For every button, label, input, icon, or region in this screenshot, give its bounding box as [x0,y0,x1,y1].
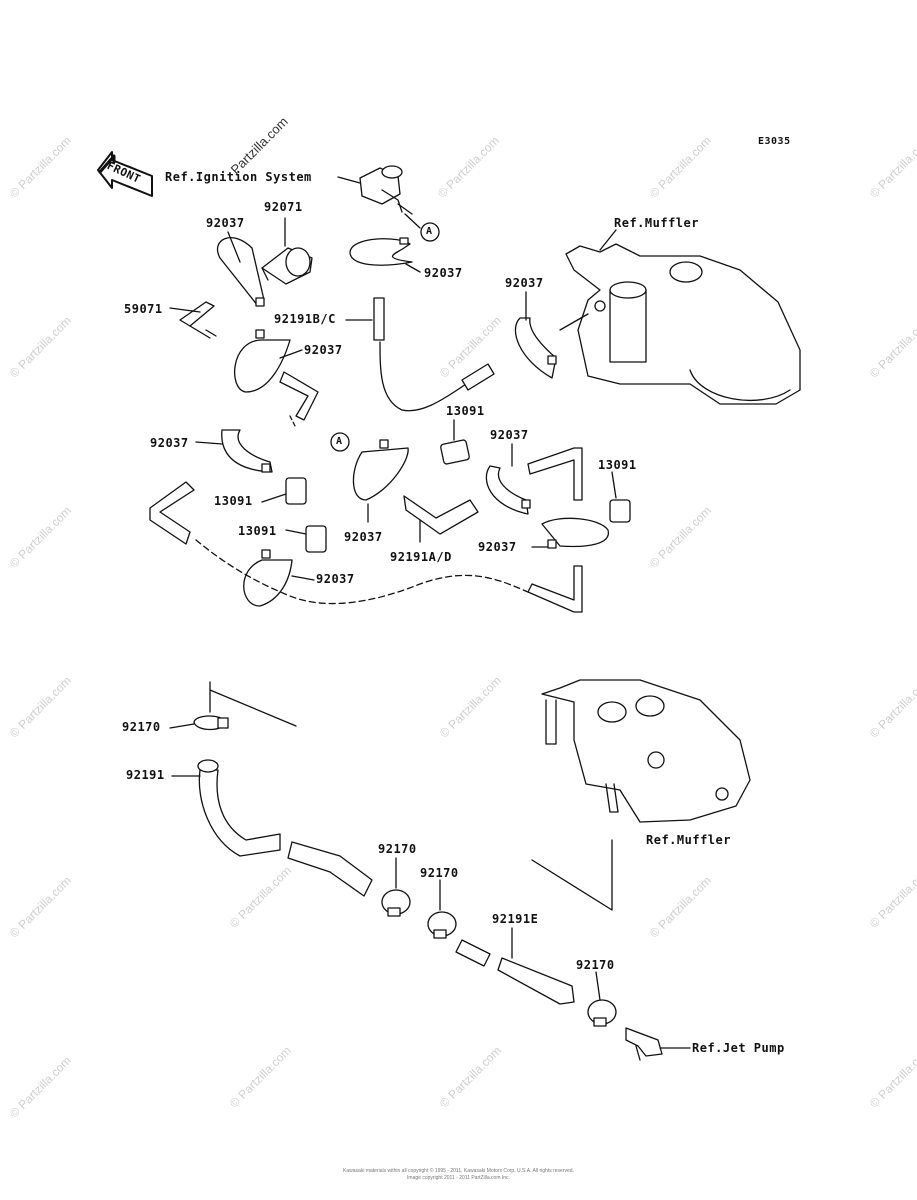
clamp-92170-4 [587,999,617,1027]
diagram-code: E3035 [758,136,791,147]
label-92037-c: 92037 [505,276,544,290]
callout-a-label-1: A [426,226,433,237]
tube-92191bc [373,297,495,412]
part-59071-fitting [179,301,217,339]
clip-13091-4 [609,499,631,523]
hose-upper-left [149,371,319,545]
clamp-92170-3 [427,911,457,939]
label-13091-c: 13091 [214,494,253,508]
label-92037-e: 92037 [150,436,189,450]
hose-92191 [197,759,373,897]
label-92037-d: 92037 [304,343,343,357]
callout-a-circle-2 [330,432,350,452]
ref-jet-pump-label: Ref.Jet Pump [692,1041,785,1055]
callout-a-label-2: A [336,436,343,447]
clip-13091-3 [305,525,327,553]
label-92071: 92071 [264,200,303,214]
muffler-upper [559,243,801,405]
clamp-92037-8 [541,517,609,549]
clip-13091-1 [440,439,470,465]
label-92191bc: 92191B/C [274,312,336,326]
ref-muffler-bottom-label: Ref.Muffler [646,833,731,847]
label-92191e: 92191E [492,912,539,926]
clamp-92170-1 [193,715,229,731]
label-92191: 92191 [126,768,165,782]
label-92191ad: 92191A/D [390,550,452,564]
label-92170-b: 92170 [378,842,417,856]
label-59071: 59071 [124,302,163,316]
ref-ignition-label: Ref.Ignition System [165,170,312,184]
clamp-92037-6 [352,439,409,501]
label-92170-a: 92170 [122,720,161,734]
label-92037-a: 92037 [206,216,245,230]
clamp-92037-4 [514,317,557,379]
jet-pump-fitting [625,1027,663,1061]
hose-right-upper [527,447,583,501]
front-arrow-icon [97,151,153,197]
ref-muffler-top-label: Ref.Muffler [614,216,699,230]
clamp-92037-9 [243,549,293,607]
clamp-92037-7 [485,465,531,515]
label-92037-h: 92037 [478,540,517,554]
label-92037-g: 92037 [344,530,383,544]
copyright-line-1: Kawasaki materials within all copyright … [343,1168,574,1174]
part-92071-fitting [261,217,313,285]
label-92037-i: 92037 [316,572,355,586]
label-92170-d: 92170 [576,958,615,972]
label-13091-b: 13091 [598,458,637,472]
label-92037-f: 92037 [490,428,529,442]
clamp-92037-2 [349,237,413,266]
ignition-connector [359,165,413,215]
tube-92191ad [403,495,479,535]
clamp-92037-1 [217,237,265,307]
hose-right-lower [527,565,583,613]
label-92170-c: 92170 [420,866,459,880]
callout-a-circle-1 [420,222,440,242]
muffler-lower [541,679,751,823]
label-92037-b: 92037 [424,266,463,280]
clamp-92037-5 [221,429,273,473]
label-13091-d: 13091 [238,524,277,538]
copyright-line-2: Image copyright 2011 - 2011 PartZilla.co… [407,1175,510,1181]
label-13091-a: 13091 [446,404,485,418]
clamp-92170-2 [381,889,411,917]
tube-92191e [455,939,575,1005]
clip-13091-2 [285,477,307,505]
